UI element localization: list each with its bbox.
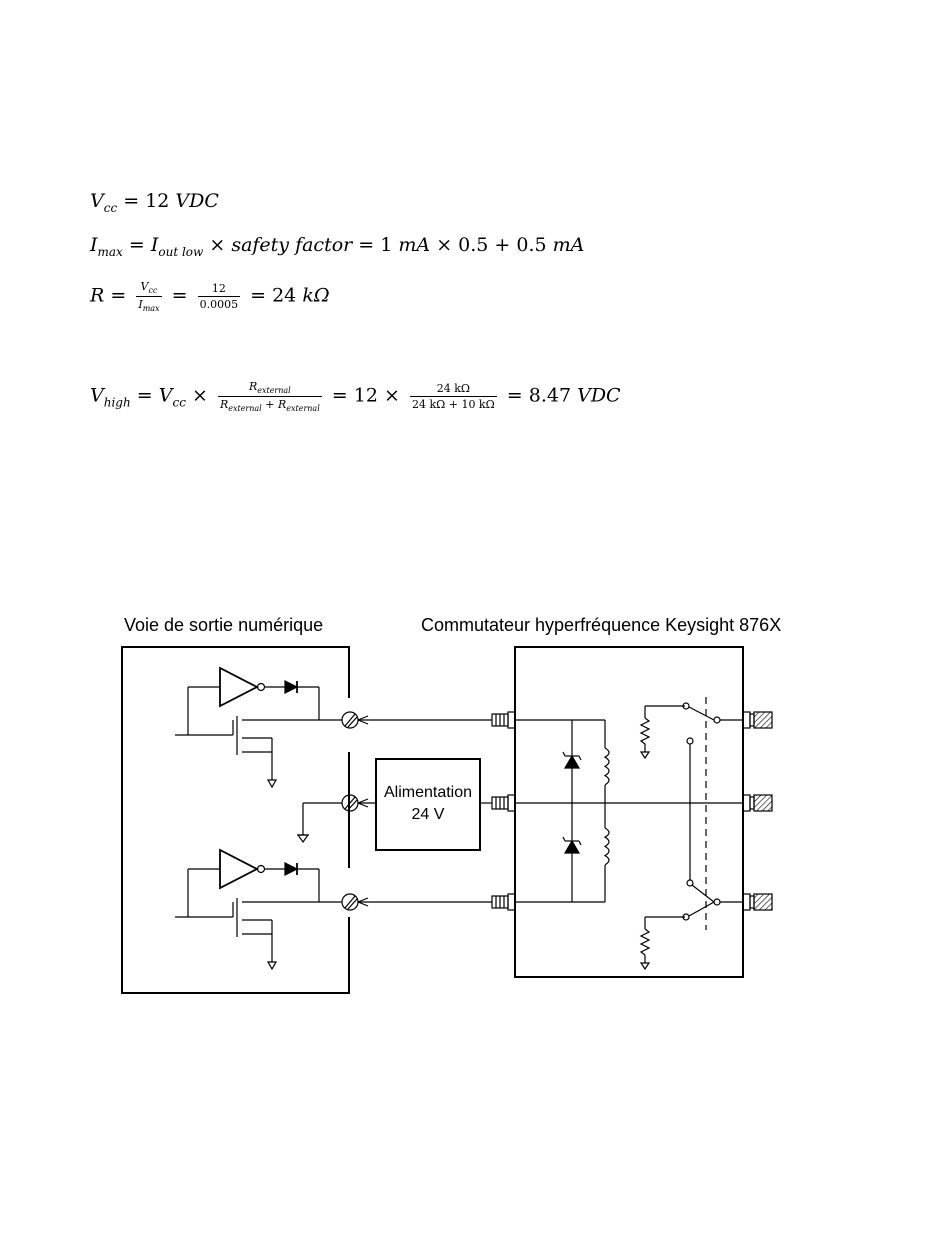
connector-bottom (492, 894, 515, 910)
lower-buffer-driver (175, 850, 342, 969)
supply-label-line1: Alimentation (384, 784, 472, 801)
connector-top (492, 712, 515, 728)
microwave-switch-box (515, 647, 743, 977)
upper-buffer-driver (175, 668, 342, 787)
terminal-top (342, 712, 358, 728)
connector-middle (492, 795, 515, 811)
power-supply-box (376, 759, 480, 850)
coil-upper (605, 748, 609, 785)
rf-port-2 (743, 894, 772, 910)
terminal-bottom (342, 894, 358, 910)
rf-port-1 (743, 712, 772, 728)
resistor-lower (641, 917, 685, 969)
coil-lower (605, 828, 609, 865)
rf-port-common (743, 795, 772, 811)
supply-label-line2: 24 V (412, 806, 445, 823)
resistor-upper (641, 706, 685, 758)
